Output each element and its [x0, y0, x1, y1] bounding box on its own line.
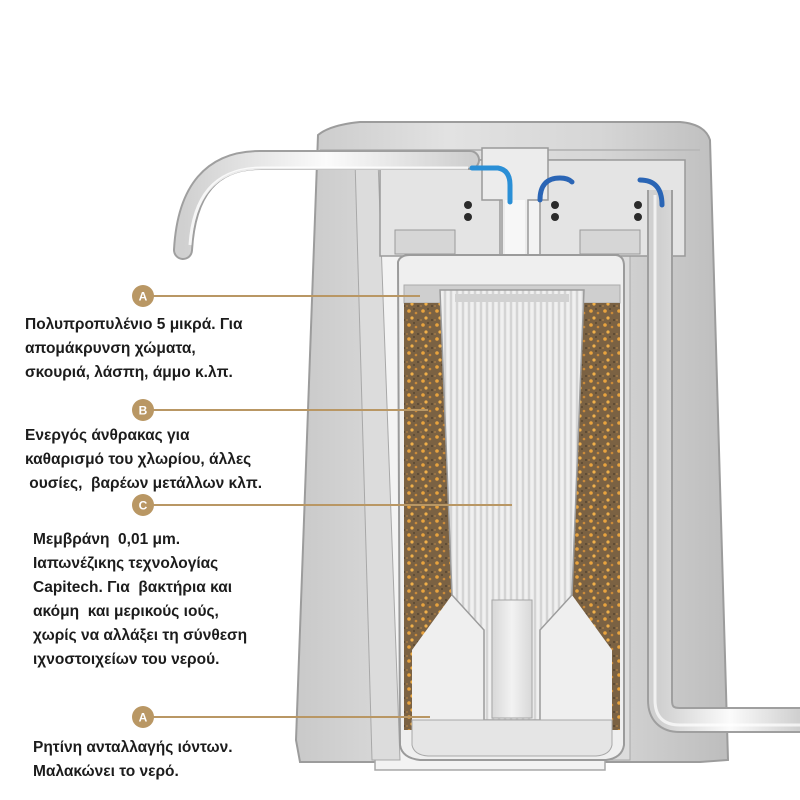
badge-a-bottom: A [132, 706, 154, 728]
caption-line: ιχνοστοιχείων του νερού. [33, 651, 220, 668]
caption-line: ακόμη και μερικούς ιούς, [33, 603, 219, 620]
caption-line: σκουριά, λάσπη, άμμο κ.λπ. [25, 364, 233, 381]
outlet-tube [647, 190, 800, 733]
caption-line: απομάκρυνση χώματα, [25, 340, 196, 357]
water-flow-arrows [469, 165, 665, 208]
caption-line: Μαλακώνει το νερό. [33, 763, 179, 780]
badge-b: B [132, 399, 154, 421]
svg-text:C: C [139, 499, 148, 513]
ion-exchange-resin [411, 719, 613, 757]
filter-cartridge [396, 254, 625, 761]
top-manifold [379, 147, 686, 286]
caption-line: Πολυπροπυλένιο 5 μικρά. Για [25, 316, 243, 333]
caption-line: ουσίες, βαρέων μετάλλων κλπ. [25, 475, 262, 492]
inlet-tube [173, 150, 480, 260]
svg-text:B: B [139, 404, 148, 418]
activated-carbon-right [572, 303, 620, 730]
caption-line: καθαρισμό του χλωρίου, άλλες [25, 451, 252, 468]
caption-line: Ρητίνη ανταλλαγής ιόντων. [33, 739, 233, 756]
caption-membrane: Μεμβράνη 0,01 μm. Ιαπωνέζικης τεχνολογία… [33, 528, 247, 672]
caption-line: Capitech. Για βακτήρια και [33, 579, 233, 596]
badge-c: C [132, 494, 154, 516]
caption-polypropylene: Πολυπροπυλένιο 5 μικρά. Για απομάκρυνση … [25, 313, 243, 385]
caption-activated-carbon: Ενεργός άνθρακας για καθαρισμό του χλωρί… [25, 424, 262, 496]
caption-line: Ιαπωνέζικης τεχνολογίας [33, 555, 219, 572]
svg-text:A: A [139, 711, 148, 725]
svg-text:A: A [139, 290, 148, 304]
caption-line: Μεμβράνη 0,01 μm. [33, 531, 181, 548]
caption-ion-resin: Ρητίνη ανταλλαγής ιόντων. Μαλακώνει το ν… [33, 736, 233, 784]
caption-line: χωρίς να αλλάξει τη σύνθεση [33, 627, 248, 644]
badge-a-top: A [132, 285, 154, 307]
caption-line: Ενεργός άνθρακας για [25, 427, 190, 444]
